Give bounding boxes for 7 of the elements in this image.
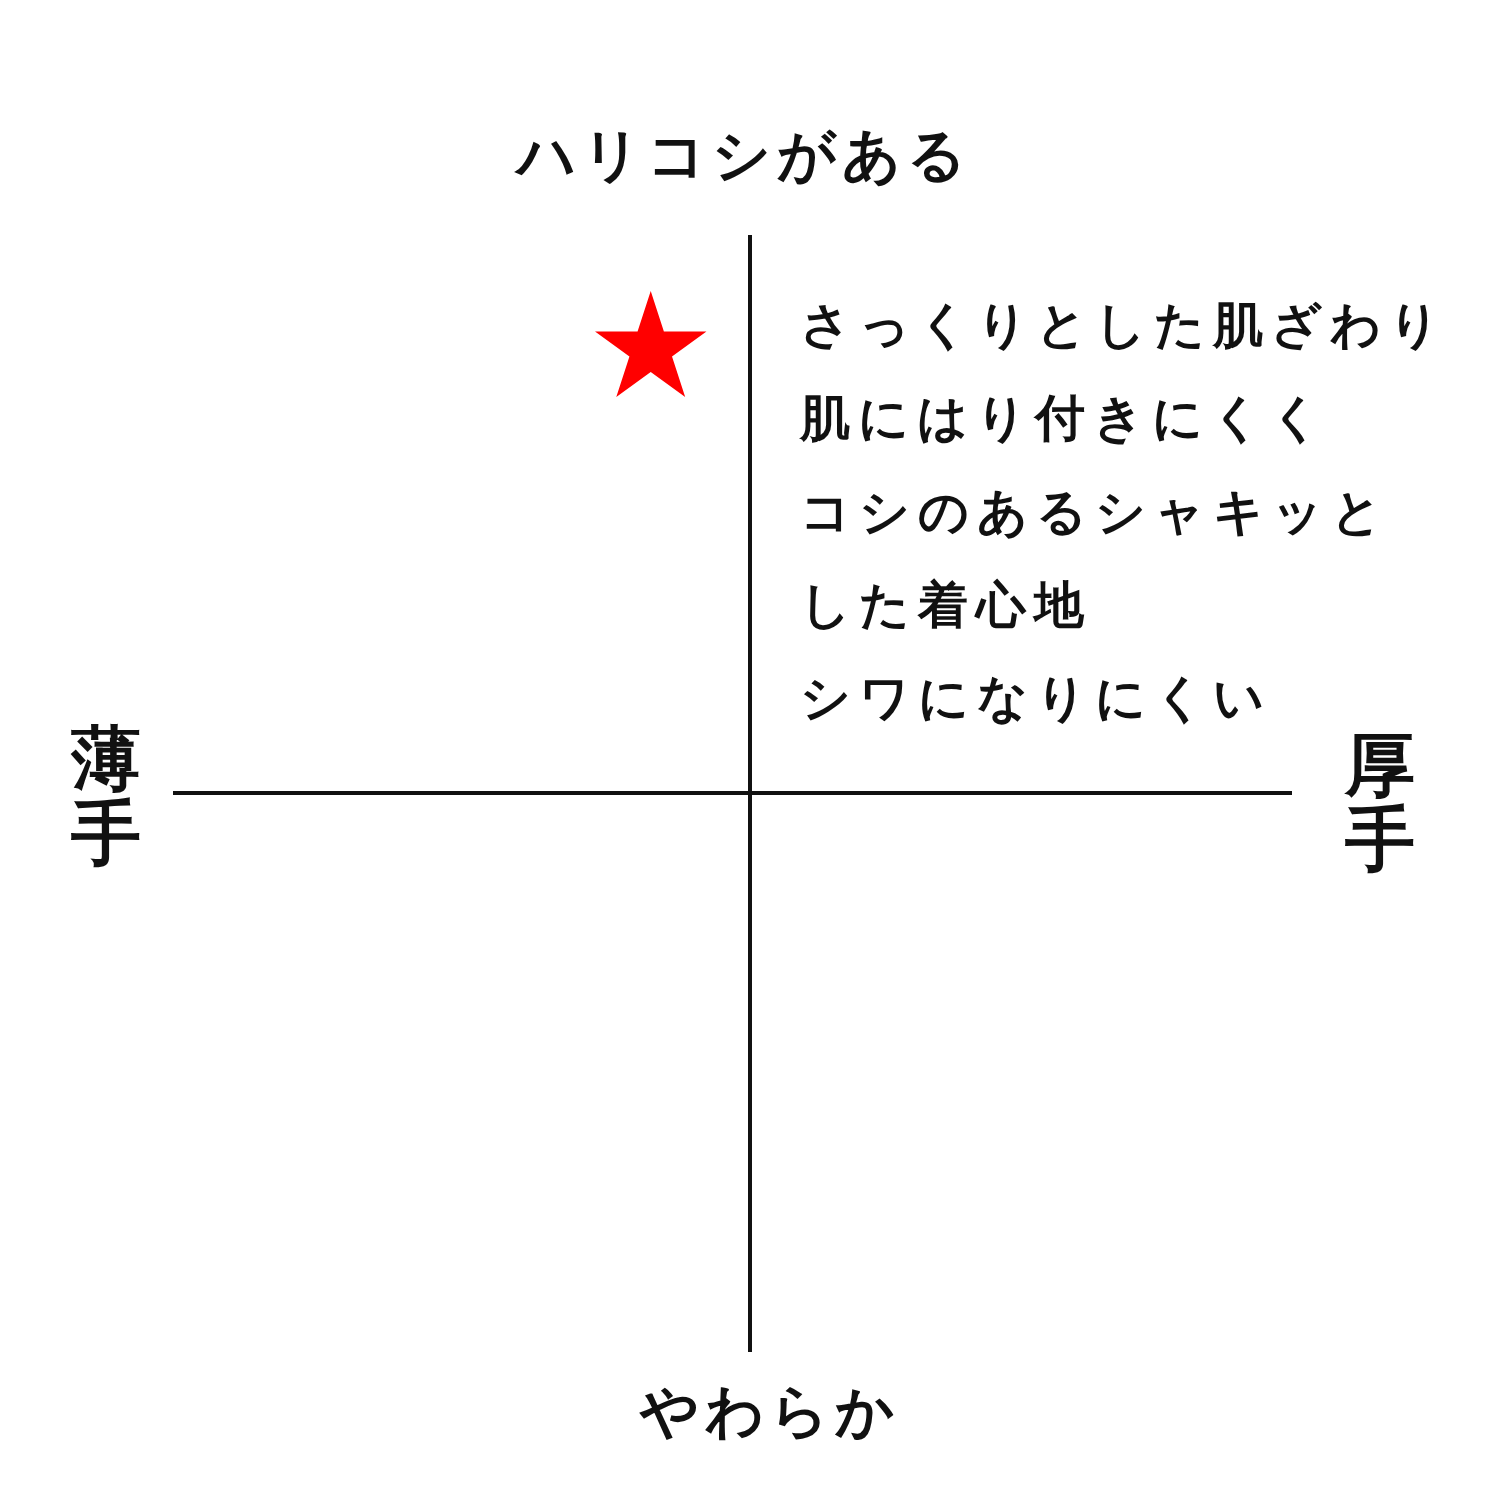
axis-label: 薄手 [71, 722, 141, 870]
feature-text: シワになりにくい [800, 667, 1272, 729]
axis-label: やわらか [640, 1382, 900, 1440]
feature-text: 肌にはり付きにくく [800, 387, 1329, 449]
feature-text: コシのあるシャキッとした着心地 [800, 481, 1391, 636]
axis-label: 厚手 [1345, 728, 1415, 876]
feature-text: さっくりとした肌ざわり [800, 294, 1448, 356]
